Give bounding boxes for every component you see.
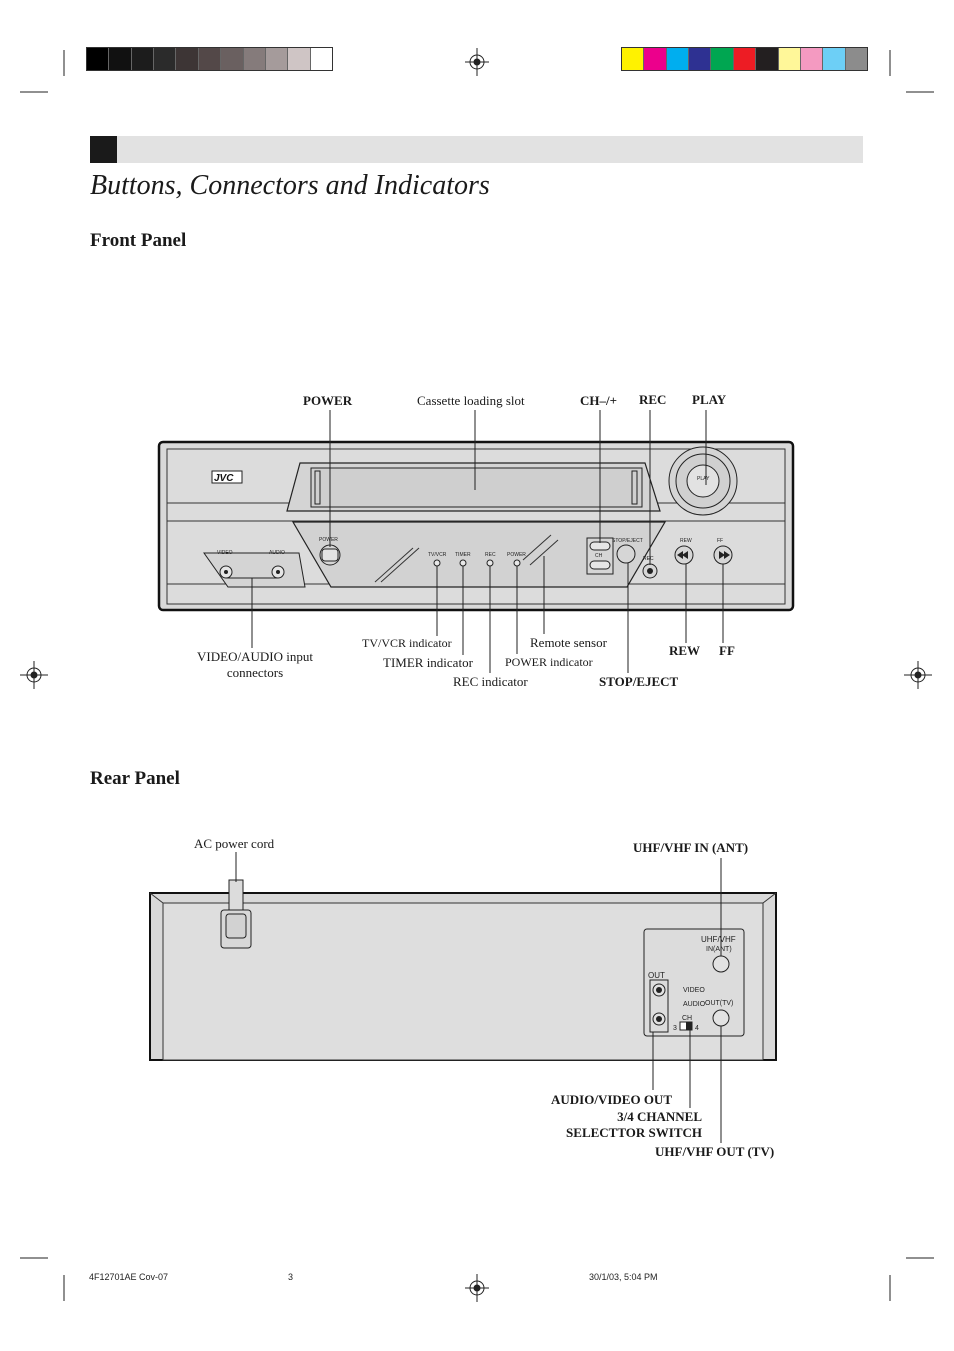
color-swatch — [777, 48, 800, 70]
gray-swatch — [130, 48, 154, 70]
device-ch-rear-text: CH — [682, 1015, 692, 1022]
device-timer-text: TIMER — [455, 552, 471, 558]
color-swatch — [710, 48, 733, 70]
color-swatch — [755, 48, 778, 70]
label-ch-switch: 3/4 CHANNEL SELECTTOR SWITCH — [560, 1109, 702, 1141]
label-tvvcr-indicator: TV/VCR indicator — [362, 636, 452, 650]
label-ch: CH–/+ — [580, 393, 618, 408]
label-play: PLAY — [692, 392, 727, 407]
label-remote-sensor: Remote sensor — [530, 635, 607, 650]
color-bar — [621, 47, 868, 71]
label-rec: REC — [639, 392, 667, 407]
label-power-indicator: POWER indicator — [505, 655, 593, 669]
gray-swatch — [264, 48, 288, 70]
label-video-audio-input: VIDEO/AUDIO input connectors — [190, 649, 320, 681]
device-uhf-vhf-text: UHF/VHF — [701, 935, 736, 944]
label-rec-indicator: REC indicator — [453, 674, 528, 689]
gray-swatch — [242, 48, 265, 70]
device-ch-text: CH — [595, 553, 603, 559]
section-header-block — [90, 136, 117, 163]
color-swatch — [799, 48, 823, 70]
color-swatch — [665, 48, 689, 70]
label-ch-switch-line2: SELECTTOR SWITCH — [566, 1125, 702, 1140]
section-header-bar — [90, 136, 863, 163]
footer-date: 30/1/03, 5:04 PM — [589, 1272, 658, 1282]
rear-panel-heading: Rear Panel — [90, 768, 180, 789]
label-video-audio-line2: connectors — [226, 665, 284, 680]
footer-code: 4F12701AE Cov-07 — [89, 1272, 169, 1282]
jvc-logo: JVC — [214, 473, 234, 484]
label-power: POWER — [303, 393, 353, 408]
label-stop-eject: STOP/EJECT — [599, 674, 679, 689]
device-tvvcr-text: TV/VCR — [428, 552, 447, 558]
gray-swatch — [220, 48, 243, 70]
label-uhf-in: UHF/VHF IN (ANT) — [633, 840, 749, 855]
label-video-audio-line1: VIDEO/AUDIO input — [197, 649, 313, 664]
grayscale-bar — [86, 47, 333, 71]
label-ac-cord: AC power cord — [194, 836, 275, 851]
device-out-tv-text: OUT(TV) — [705, 1000, 733, 1007]
footer-page: 3 — [288, 1272, 294, 1282]
device-power-led-text: POWER — [507, 552, 526, 558]
label-av-out: AUDIO/VIDEO OUT — [551, 1092, 672, 1107]
device-rec-btn-text: REC — [643, 556, 654, 562]
device-video-rear-text: VIDEO — [683, 987, 705, 994]
device-in-ant-text: IN(ANT) — [706, 946, 732, 953]
color-swatch — [732, 48, 756, 70]
gray-swatch — [108, 48, 131, 70]
device-stop-eject-text: STOP/EJECT — [612, 538, 643, 544]
device-rec-text: REC — [485, 552, 496, 558]
device-ch4-text: 4 — [695, 1025, 699, 1032]
label-cassette-slot: Cassette loading slot — [417, 393, 525, 408]
device-ff-text: FF — [717, 538, 723, 544]
gray-swatch — [197, 48, 221, 70]
device-out-text: OUT — [648, 971, 665, 980]
label-rew: REW — [669, 643, 701, 658]
page-title: Buttons, Connectors and Indicators — [90, 170, 490, 201]
device-video-text: VIDEO — [217, 550, 233, 556]
device-ch3-text: 3 — [673, 1025, 677, 1032]
device-power-text: POWER — [319, 537, 338, 543]
gray-swatch — [153, 48, 176, 70]
color-swatch — [822, 48, 845, 70]
color-swatch — [844, 48, 867, 70]
device-rew-text: REW — [680, 538, 692, 544]
label-uhf-out: UHF/VHF OUT (TV) — [655, 1144, 775, 1159]
gray-swatch — [309, 48, 332, 70]
color-swatch — [622, 48, 644, 70]
color-swatch — [688, 48, 711, 70]
label-ch-switch-line1: 3/4 CHANNEL — [617, 1109, 702, 1124]
registration-target-icon — [20, 48, 932, 1302]
front-panel-heading: Front Panel — [90, 230, 187, 251]
gray-swatch — [175, 48, 198, 70]
color-swatch — [643, 48, 666, 70]
label-ff: FF — [719, 643, 735, 658]
label-timer-indicator: TIMER indicator — [383, 655, 473, 670]
device-audio-rear-text: AUDIO — [683, 1001, 706, 1008]
gray-swatch — [287, 48, 310, 70]
gray-swatch — [87, 48, 109, 70]
device-play-text: PLAY — [697, 476, 710, 482]
device-audio-text: AUDIO — [269, 550, 285, 556]
